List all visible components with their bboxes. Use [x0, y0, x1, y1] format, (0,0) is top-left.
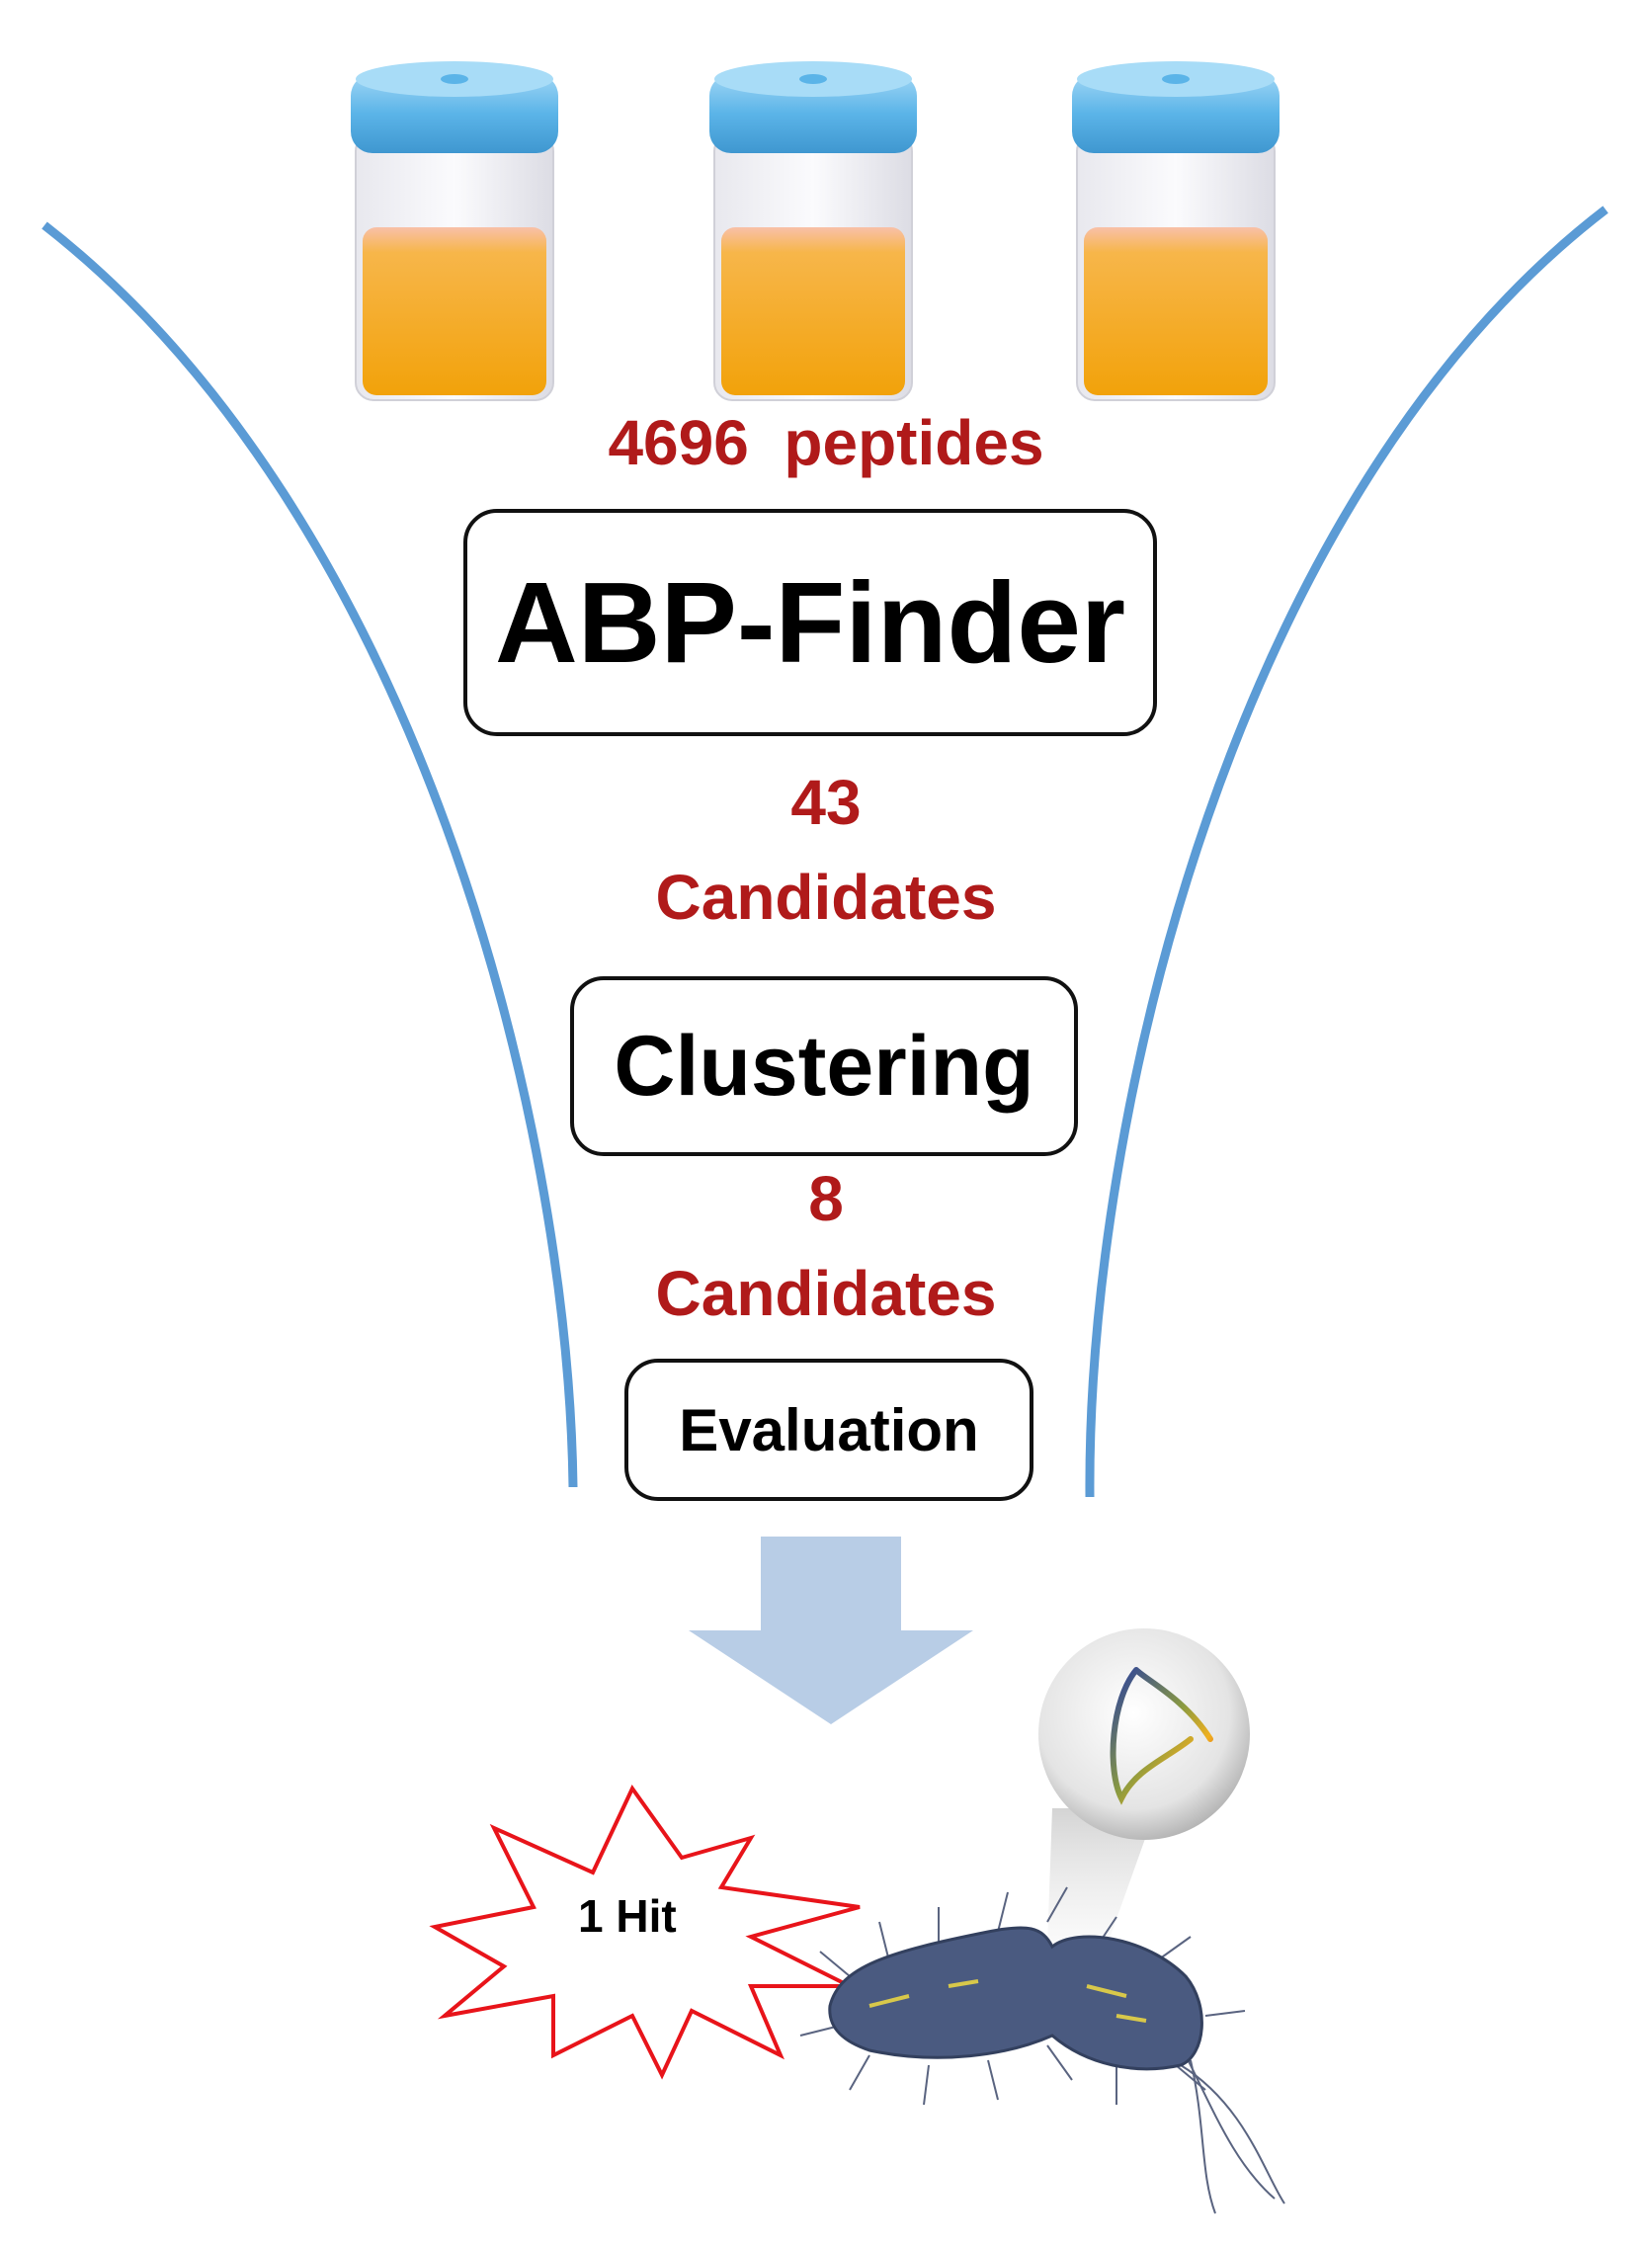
step-abp-finder-label: ABP-Finder	[495, 558, 1125, 687]
bacterium-icon	[799, 1886, 1285, 2214]
result-hit-label: 1 Hit	[578, 1890, 677, 1942]
urine-sample-jar-icon	[1072, 61, 1280, 401]
funnel-right-line	[1085, 206, 1609, 1498]
stage2-unit: Candidates	[655, 862, 997, 933]
step-abp-finder: ABP-Finder	[463, 509, 1157, 736]
magnifier-bubble-icon	[1038, 1628, 1250, 1840]
step-evaluation-label: Evaluation	[679, 1396, 979, 1463]
stage1-count: 4696 peptides	[608, 407, 1044, 478]
starburst-icon	[429, 1785, 861, 2080]
peptide-structure-icon	[1110, 1667, 1213, 1805]
stage3-count: 8	[808, 1163, 844, 1234]
urine-sample-jar-icon	[351, 61, 558, 401]
magnifier-beam	[1047, 1808, 1156, 1947]
step-evaluation: Evaluation	[624, 1359, 1033, 1501]
urine-sample-jar-icon	[709, 61, 917, 401]
step-clustering: Clustering	[570, 976, 1078, 1156]
down-arrow-icon	[689, 1537, 973, 1724]
stage2-count: 43	[790, 767, 862, 838]
funnel-left-line	[41, 221, 578, 1488]
step-clustering-label: Clustering	[614, 1018, 1034, 1114]
stage3-unit: Candidates	[655, 1258, 997, 1329]
